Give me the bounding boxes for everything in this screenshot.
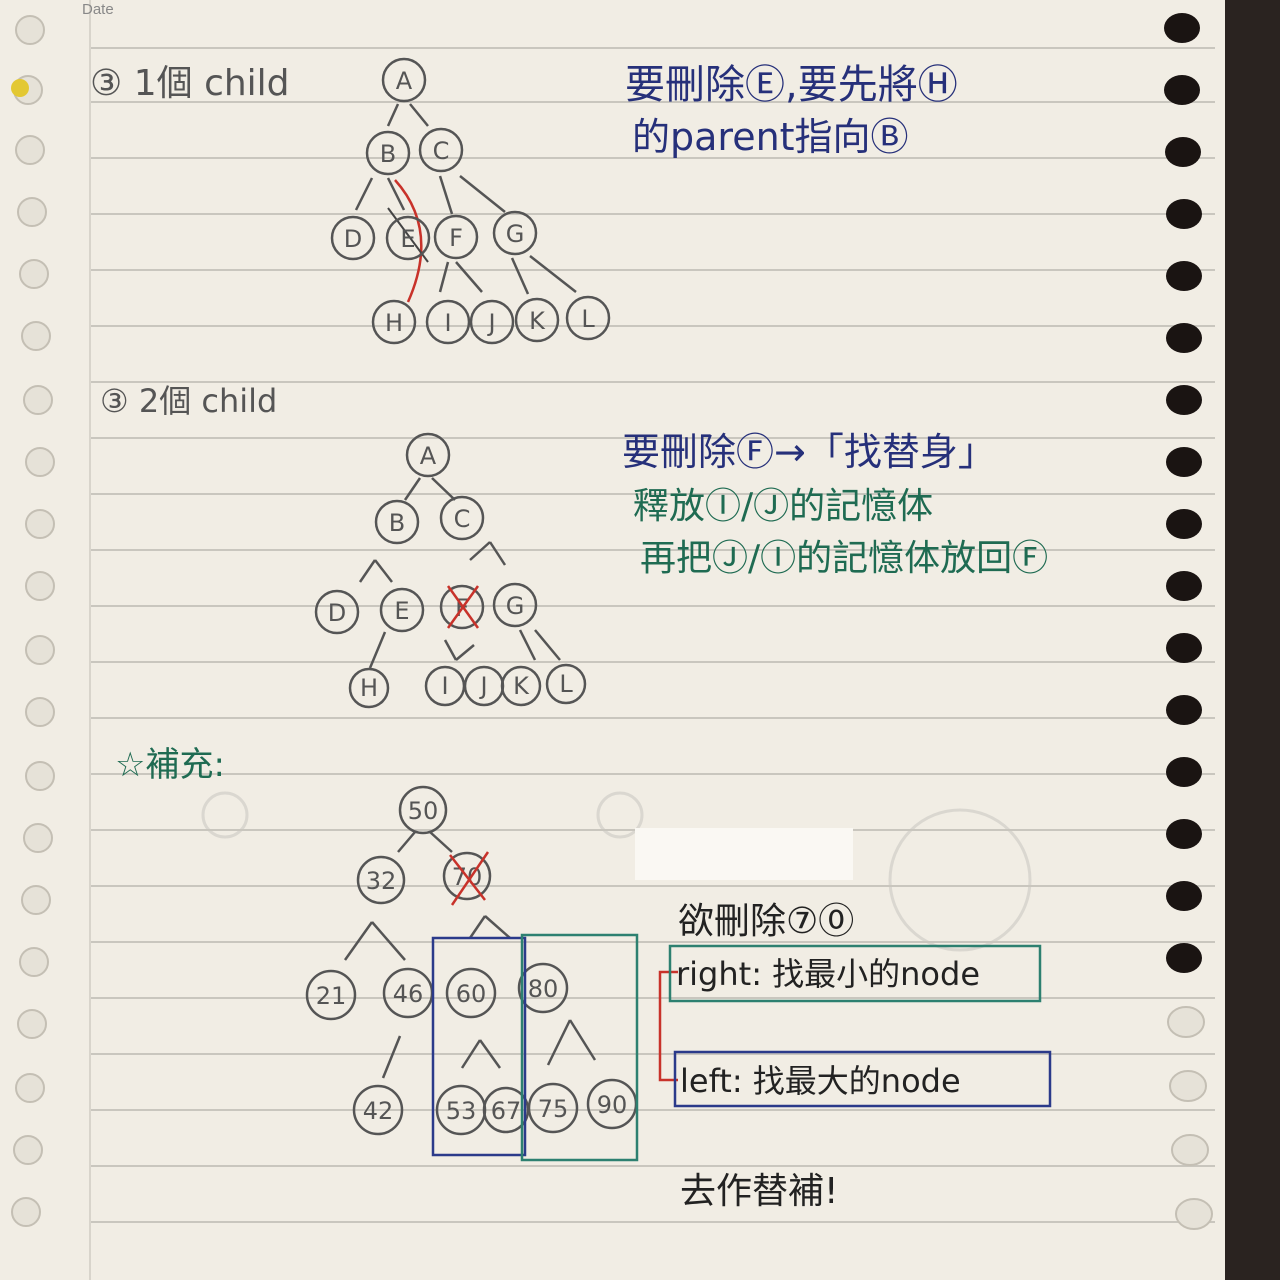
tree3-node <box>398 785 448 835</box>
tree3-node <box>517 962 569 1014</box>
tree1-nodes <box>330 57 611 345</box>
tree3-nodes <box>305 785 638 1136</box>
svg-text:L: L <box>581 305 595 333</box>
right-rule-box <box>668 944 1042 1003</box>
svg-text:42: 42 <box>363 1097 394 1125</box>
tree2-node <box>492 582 538 628</box>
tree1-node <box>425 299 471 345</box>
svg-text:I: I <box>444 309 451 337</box>
left-subtree-box <box>431 936 527 1157</box>
section3-heading: ☆補充: <box>115 745 225 785</box>
tree2-node <box>545 663 587 705</box>
svg-text:60: 60 <box>456 980 487 1008</box>
tree1-node <box>418 127 464 173</box>
tree1-edges <box>354 103 577 295</box>
svg-text:21: 21 <box>316 982 347 1010</box>
svg-text:C: C <box>433 137 450 165</box>
tree2-node <box>405 432 451 478</box>
svg-text:46: 46 <box>393 980 424 1008</box>
tree1-node <box>365 130 411 176</box>
right-rule-text: right: 找最小的node <box>676 955 980 993</box>
svg-text:A: A <box>396 67 413 95</box>
svg-text:90: 90 <box>597 1091 628 1119</box>
tree1-node <box>514 297 560 343</box>
svg-text:C: C <box>454 505 471 533</box>
tree3-node <box>442 851 492 901</box>
svg-text:80: 80 <box>528 975 559 1003</box>
tree1-node <box>565 295 611 341</box>
tree2-node <box>500 665 542 707</box>
svg-text:L: L <box>559 670 573 698</box>
tree3-node <box>356 855 406 905</box>
svg-text:E: E <box>394 597 409 625</box>
tree1-node <box>371 299 417 345</box>
section1-heading: ③ 1個 child <box>90 63 290 104</box>
section2-note-line3: 再把Ⓙ/Ⓘ的記憶体放回Ⓕ <box>640 538 1048 579</box>
svg-text:J: J <box>478 672 487 700</box>
svg-text:I: I <box>441 672 448 700</box>
tree3-node <box>305 969 357 1021</box>
svg-text:B: B <box>380 140 396 168</box>
tree2-node <box>374 499 420 545</box>
tree1-node <box>330 215 376 261</box>
section2-heading: ③ 2個 child <box>100 382 277 420</box>
left-holes <box>11 15 55 1227</box>
tree3-node <box>352 1084 404 1136</box>
svg-text:H: H <box>360 674 378 702</box>
tree1-node <box>385 215 431 261</box>
tree3-edges <box>343 831 597 1079</box>
tree1-node <box>381 57 427 103</box>
left-rule-text: left: 找最大的node <box>680 1062 961 1100</box>
section1-note-line2: 的parent指向Ⓑ <box>632 115 909 159</box>
right-holes <box>1164 13 1202 973</box>
correction-patch <box>635 828 853 880</box>
footer-note: 去作替補! <box>680 1171 838 1212</box>
date-label: Date <box>82 1 114 18</box>
svg-text:J: J <box>486 309 495 337</box>
bleed-through <box>201 791 1032 952</box>
tree2-node <box>439 495 485 541</box>
left-rule-box <box>673 1050 1052 1108</box>
svg-text:67: 67 <box>491 1097 522 1125</box>
svg-text:32: 32 <box>366 867 397 895</box>
section2-note-line1: 要刪除Ⓕ→「找替身」 <box>622 430 996 474</box>
tree1-labels: A B C D E F G H I J K L <box>344 67 596 337</box>
ruled-lines <box>90 47 1215 1223</box>
svg-text:H: H <box>385 309 403 337</box>
svg-text:75: 75 <box>538 1095 569 1123</box>
tree2-nodes <box>314 432 587 709</box>
tree2-node <box>379 587 425 633</box>
svg-text:A: A <box>420 442 437 470</box>
svg-text:D: D <box>344 225 362 253</box>
svg-text:G: G <box>506 220 525 248</box>
delete-label: 欲刪除⑦⓪ <box>678 901 854 942</box>
tree1-node <box>469 299 515 345</box>
section1-note-line1: 要刪除Ⓔ,要先將Ⓗ <box>625 62 958 108</box>
tree3-labels: 50 32 70 21 46 60 80 42 53 67 75 90 <box>316 797 628 1125</box>
tree2-node <box>348 667 390 709</box>
section2-note-line2: 釋放Ⓘ/Ⓙ的記憶体 <box>633 486 933 527</box>
svg-text:50: 50 <box>408 797 439 825</box>
tree3-node <box>527 1082 579 1134</box>
tree2-edges <box>358 477 561 669</box>
svg-text:53: 53 <box>446 1097 477 1125</box>
svg-text:E: E <box>400 225 415 253</box>
tree1-node <box>492 210 538 256</box>
tree2-node <box>314 589 360 635</box>
tree1-node <box>433 214 479 260</box>
right-subtree-box <box>520 933 639 1162</box>
tree2-node <box>439 584 485 630</box>
svg-text:F: F <box>449 224 463 252</box>
svg-text:G: G <box>506 592 525 620</box>
tree3-node <box>445 967 497 1019</box>
svg-text:D: D <box>328 599 346 627</box>
svg-text:B: B <box>389 509 405 537</box>
svg-text:K: K <box>529 307 546 335</box>
svg-text:K: K <box>513 672 530 700</box>
